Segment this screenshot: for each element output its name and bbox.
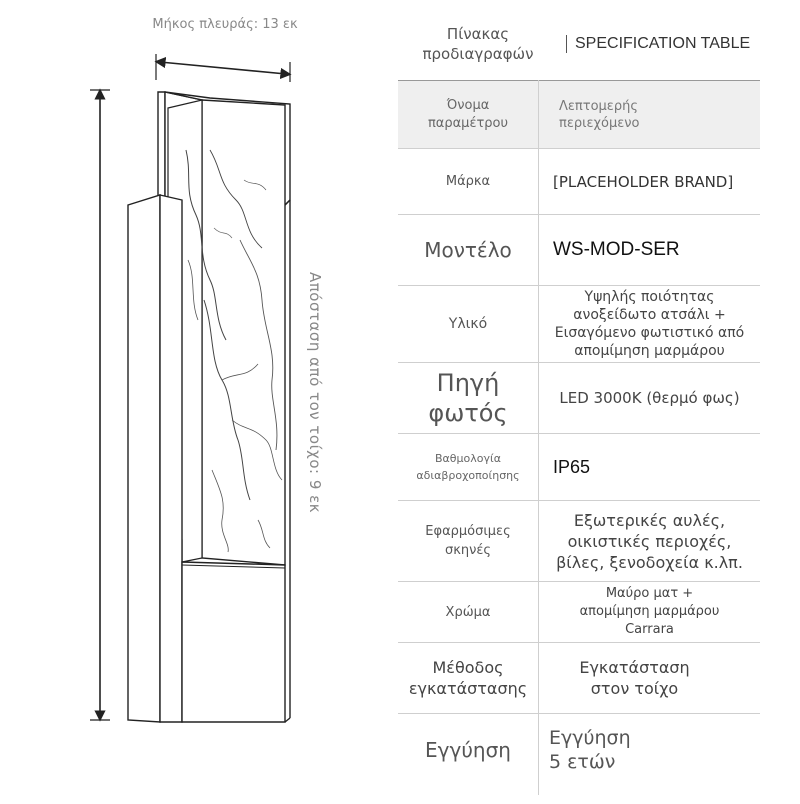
row-value: [PLACEHOLDER BRAND]	[553, 172, 734, 191]
row-label: Βαθμολογία αδιαβροχοποίησης	[416, 452, 520, 482]
marble-panel	[167, 99, 286, 566]
table-header-row: Όνομα παραμέτρου Λεπτομερής περιεχόμενο	[398, 81, 760, 148]
row-value: Υψηλής ποιότητας ανοξείδωτο ατσάλι + Εισ…	[554, 289, 745, 359]
divider	[398, 148, 760, 149]
row-value: WS-MOD-SER	[553, 239, 680, 260]
table-row: Εγγύηση Εγγύηση 5 ετών	[398, 714, 760, 786]
wall-distance-text: Απόσταση από τον τοίχο: 9 εκ	[306, 272, 324, 514]
row-value: Εγκατάσταση στον τοίχο	[579, 658, 690, 698]
product-drawing: Μήκος πλευράς: 13 εκ Απόσταση από τον το…	[0, 0, 400, 800]
divider	[398, 500, 760, 501]
lower-housing	[127, 194, 291, 723]
table-title-english: SPECIFICATION TABLE	[575, 35, 751, 52]
row-label: Μέθοδος εγκατάστασης	[408, 658, 528, 698]
row-label: Χρώμα	[445, 604, 491, 620]
table-title-greek: Πίνακας προδιαγραφών	[422, 25, 534, 63]
table-row: Μοντέλο WS-MOD-SER	[398, 215, 760, 285]
divider	[398, 433, 760, 434]
row-label: Υλικό	[448, 316, 488, 332]
table-title: Πίνακας προδιαγραφών SPECIFICATION TABLE	[398, 20, 760, 68]
row-label: Μάρκα	[445, 174, 491, 189]
row-value: Εξωτερικές αυλές, οικιστικές περιοχές, β…	[556, 510, 743, 572]
column-divider	[538, 80, 539, 795]
row-label: Πηγή φωτός	[428, 369, 508, 427]
divider	[398, 285, 760, 286]
table-row: Βαθμολογία αδιαβροχοποίησης IP65	[398, 434, 760, 500]
table-row: Πηγή φωτός LED 3000K (θερμό φως)	[398, 363, 760, 433]
row-label: Μοντέλο	[424, 238, 512, 262]
row-label: Εφαρμόσιμες σκηνές	[425, 524, 511, 558]
divider	[398, 80, 760, 81]
divider	[398, 214, 760, 215]
side-length-label: Μήκος πλευράς: 13 εκ	[152, 17, 298, 32]
divider	[398, 713, 760, 714]
divider	[398, 362, 760, 363]
divider	[398, 581, 760, 582]
specification-table: Πίνακας προδιαγραφών SPECIFICATION TABLE…	[398, 0, 760, 800]
table-row: Μάρκα [PLACEHOLDER BRAND]	[398, 149, 760, 214]
table-row: Χρώμα Μαύρο ματ + απομίμηση μαρμάρου Car…	[398, 582, 760, 642]
row-value: Μαύρο ματ + απομίμηση μαρμάρου Carrara	[579, 586, 720, 637]
row-value: LED 3000K (θερμό φως)	[559, 389, 740, 407]
title-separator	[566, 35, 567, 53]
table-row: Μέθοδος εγκατάστασης Εγκατάσταση στον το…	[398, 643, 760, 713]
width-dimension-arrow	[154, 56, 292, 80]
wall-light-illustration	[90, 54, 292, 723]
wall-distance-label: Απόσταση από τον τοίχο: 9 εκ	[302, 272, 326, 572]
row-value: Εγγύηση 5 ετών	[549, 727, 631, 773]
row-value: IP65	[553, 456, 591, 477]
table-row: Υλικό Υψηλής ποιότητας ανοξείδωτο ατσάλι…	[398, 286, 760, 362]
table-row: Εφαρμόσιμες σκηνές Εξωτερικές αυλές, οικ…	[398, 501, 760, 581]
header-param: Όνομα παραμέτρου	[427, 97, 509, 131]
divider	[398, 642, 760, 643]
header-detail: Λεπτομερής περιεχόμενο	[559, 98, 640, 131]
row-label: Εγγύηση	[425, 738, 511, 762]
